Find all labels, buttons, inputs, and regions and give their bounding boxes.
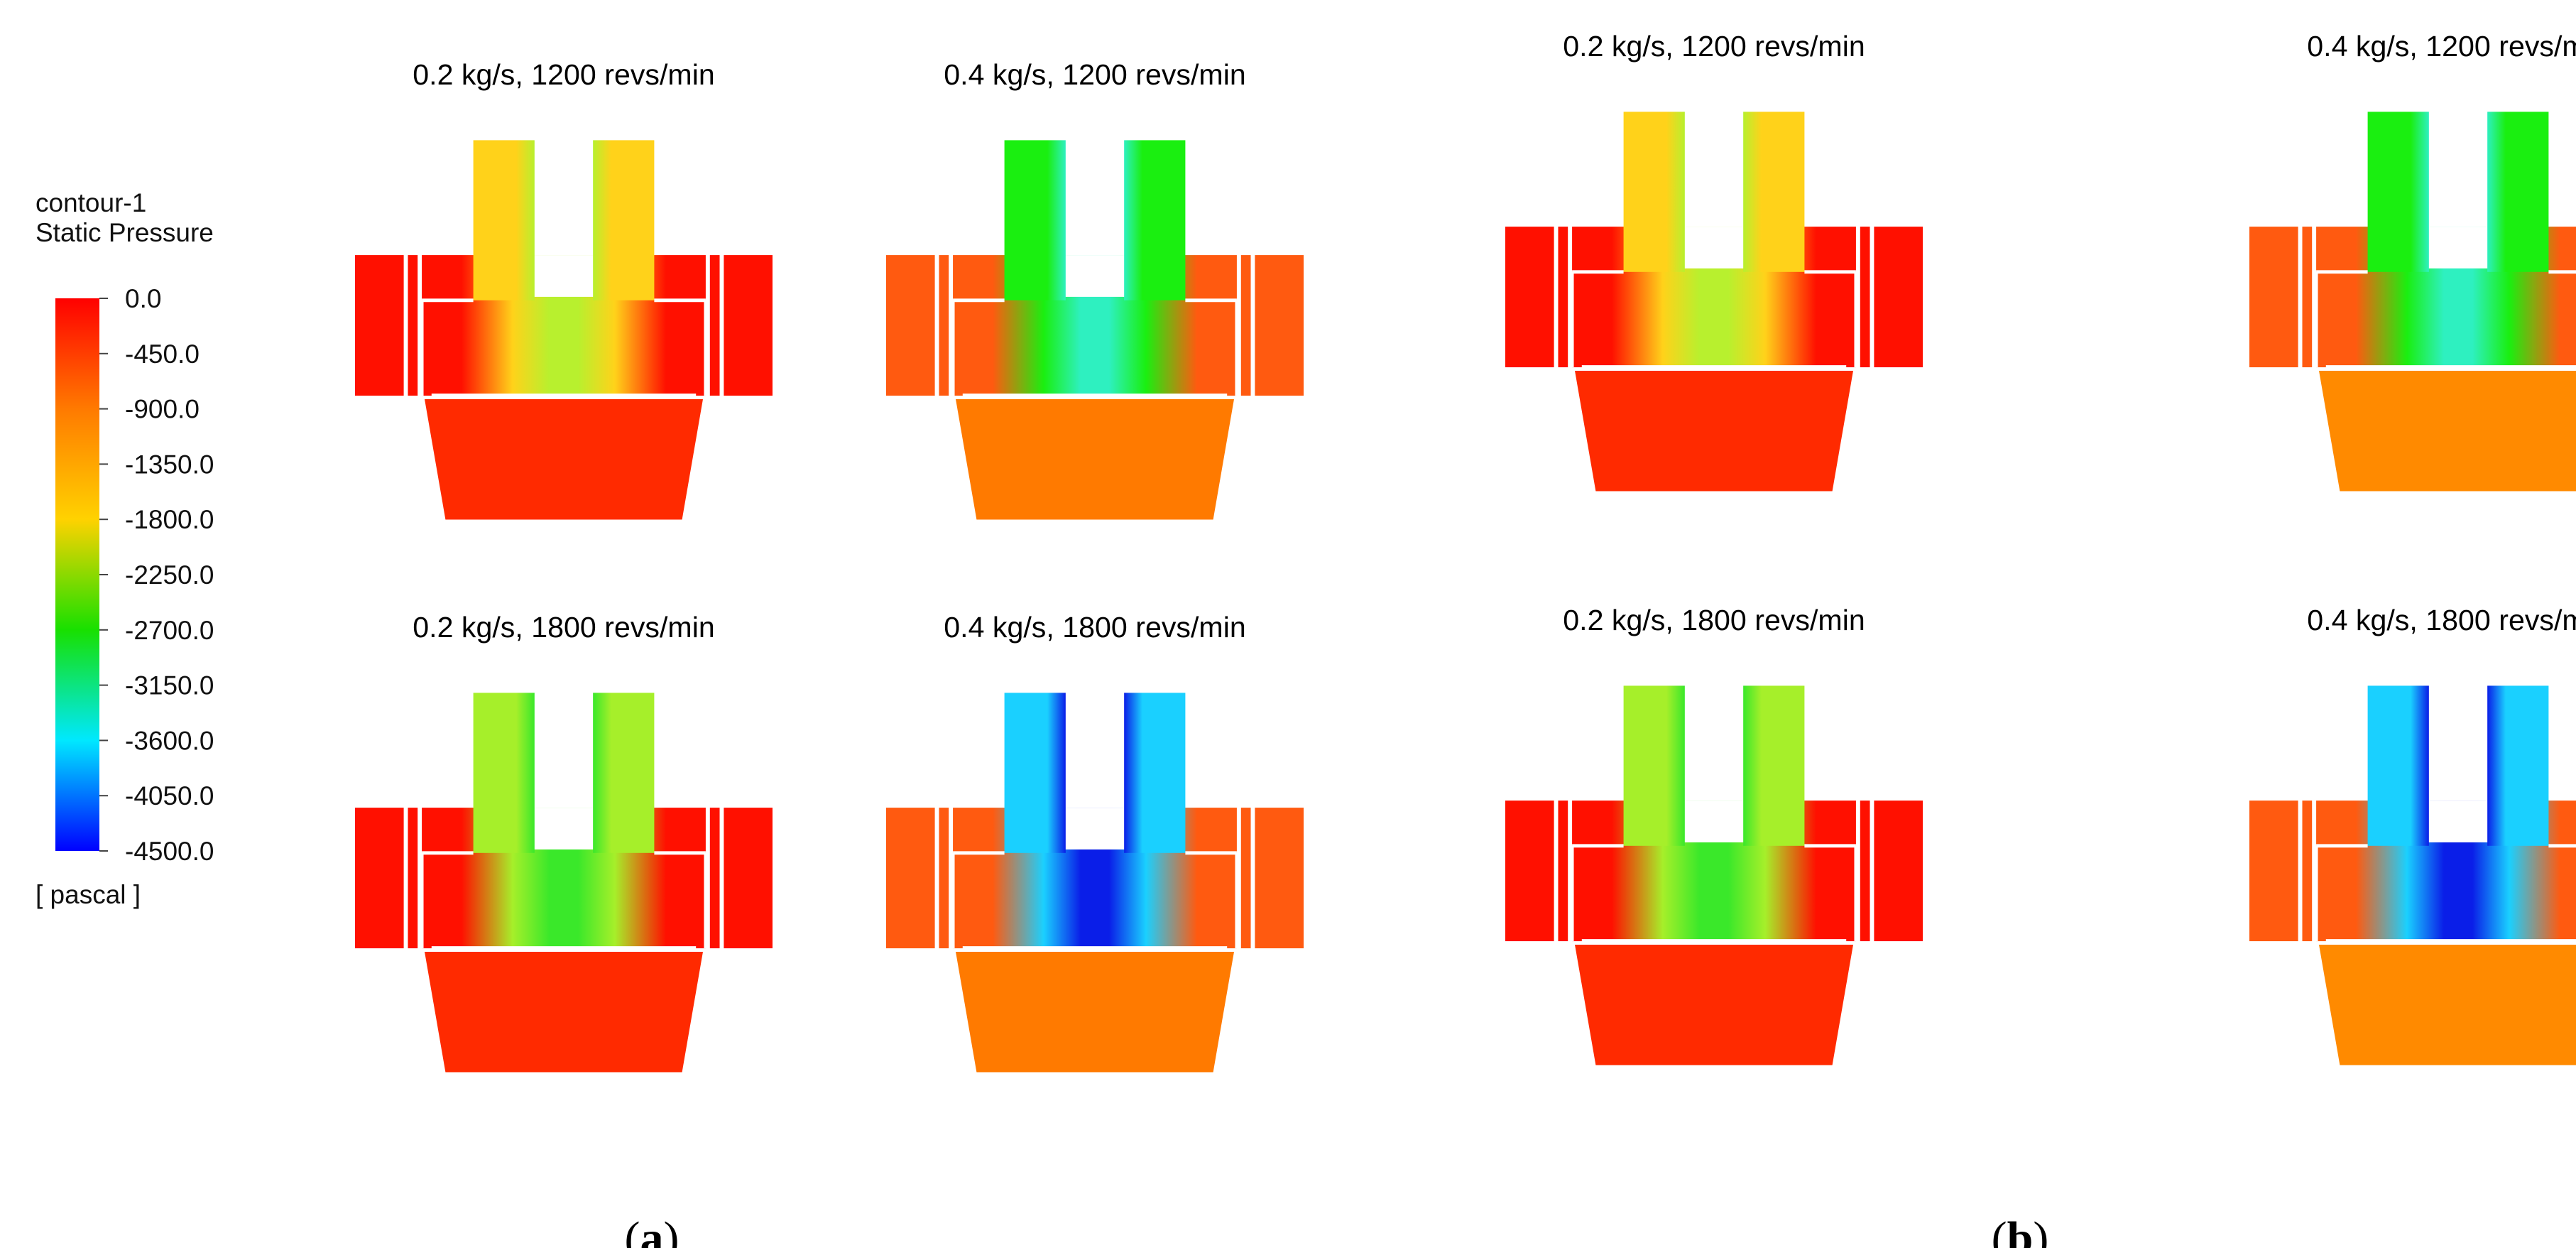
left-outlet-pipe <box>2367 112 2429 272</box>
legend-tick-label: -2700.0 <box>125 616 214 645</box>
right-side-strip <box>1860 801 1870 942</box>
lower-plenum <box>1575 370 1853 492</box>
contour-panel: 0.4 kg/s, 1800 revs/min <box>886 611 1304 1073</box>
center-gap <box>532 808 596 850</box>
lower-plenum <box>956 398 1234 520</box>
left-side-strip <box>939 808 949 949</box>
left-side-strip <box>408 255 418 396</box>
legend-tick-label: -450.0 <box>125 340 200 369</box>
right-side-strip <box>1240 255 1251 396</box>
legend-tick-label: -4050.0 <box>125 781 214 810</box>
left-side-block <box>2249 227 2298 368</box>
contour-caption: 0.2 kg/s, 1200 revs/min <box>1563 30 1865 63</box>
contour-caption: 0.2 kg/s, 1200 revs/min <box>413 58 715 91</box>
right-outlet-pipe <box>1743 112 1805 272</box>
right-side-block <box>724 255 773 396</box>
legend-quantity: Static Pressure <box>36 218 214 247</box>
left-side-strip <box>2302 227 2313 368</box>
contour-panel: 0.2 kg/s, 1800 revs/min <box>355 611 773 1073</box>
center-gap <box>2426 227 2490 268</box>
right-side-block <box>724 808 773 949</box>
right-outlet-pipe <box>2487 112 2549 272</box>
left-side-block <box>355 808 404 949</box>
right-outlet-pipe <box>593 140 655 300</box>
left-side-block <box>2249 801 2298 942</box>
center-gap <box>532 255 596 297</box>
legend-ticks: 0.0 -450.0 -900.0 -1350.0 -1800.0 -2250.0 -270… <box>99 284 214 866</box>
left-side-strip <box>2302 801 2313 942</box>
left-side-block <box>886 255 935 396</box>
right-side-strip <box>709 255 720 396</box>
left-side-strip <box>1558 227 1568 368</box>
left-side-block <box>1505 801 1554 942</box>
contour-panel: 0.4 kg/s, 1200 revs/min <box>886 58 1304 520</box>
right-side-block <box>1255 808 1304 949</box>
right-outlet-pipe <box>1124 693 1186 853</box>
contour-panel: 0.2 kg/s, 1200 revs/min <box>355 58 773 520</box>
right-outlet-pipe <box>593 693 655 853</box>
color-legend: contour-1 Static Pressure 0.0 -450.0 -900.… <box>36 188 214 909</box>
left-outlet-pipe <box>1623 685 1685 846</box>
legend-unit: [ pascal ] <box>36 880 141 909</box>
left-side-block <box>1505 227 1554 368</box>
left-side-strip <box>408 808 418 949</box>
legend-tick-label: -1800.0 <box>125 505 214 534</box>
left-outlet-pipe <box>1623 112 1685 272</box>
right-outlet-pipe <box>2487 685 2549 846</box>
left-outlet-pipe <box>1004 693 1066 853</box>
legend-name: contour-1 <box>36 188 146 217</box>
center-gap <box>1063 255 1127 297</box>
lower-plenum <box>425 398 703 520</box>
center-gap <box>2426 801 2490 842</box>
left-side-block <box>355 255 404 396</box>
contour-caption: 0.4 kg/s, 1800 revs/min <box>2307 604 2576 636</box>
left-side-strip <box>1558 801 1568 942</box>
contour-panel: 0.4 kg/s, 1200 revs/min <box>2249 30 2576 492</box>
right-side-block <box>1255 255 1304 396</box>
left-side-block <box>886 808 935 949</box>
contour-caption: 0.4 kg/s, 1800 revs/min <box>944 611 1246 644</box>
right-side-strip <box>1860 227 1870 368</box>
legend-tick-label: -1350.0 <box>125 450 214 479</box>
legend-tick-label: -4500.0 <box>125 837 214 866</box>
left-outlet-pipe <box>473 140 535 300</box>
contour-panel: 0.4 kg/s, 1800 revs/min <box>2249 604 2576 1065</box>
right-side-strip <box>1240 808 1251 949</box>
lower-plenum <box>956 951 1234 1073</box>
lower-plenum <box>2319 944 2576 1065</box>
left-outlet-pipe <box>1004 140 1066 300</box>
subfigure-label-b: (b) <box>1992 1212 2049 1248</box>
lower-plenum <box>2319 370 2576 492</box>
right-side-strip <box>709 808 720 949</box>
contour-caption: 0.2 kg/s, 1800 revs/min <box>413 611 715 644</box>
left-outlet-pipe <box>2367 685 2429 846</box>
legend-tick-label: -2250.0 <box>125 560 214 590</box>
left-side-strip <box>939 255 949 396</box>
legend-tick-label: -3150.0 <box>125 671 214 700</box>
contour-caption: 0.4 kg/s, 1200 revs/min <box>944 58 1246 91</box>
contour-caption: 0.4 kg/s, 1200 revs/min <box>2307 30 2576 63</box>
lower-plenum <box>1575 944 1853 1065</box>
right-side-block <box>1874 801 1923 942</box>
contour-panel: 0.2 kg/s, 1800 revs/min <box>1505 604 1923 1065</box>
right-outlet-pipe <box>1743 685 1805 846</box>
center-gap <box>1682 801 1746 842</box>
right-side-block <box>1874 227 1923 368</box>
right-outlet-pipe <box>1124 140 1186 300</box>
legend-tick-label: -900.0 <box>125 395 200 424</box>
contour-grid: 0.2 kg/s, 1200 revs/min 0.4 kg/s, 1200 re… <box>355 30 2576 1073</box>
lower-plenum <box>425 951 703 1073</box>
contour-caption: 0.2 kg/s, 1800 revs/min <box>1563 604 1865 636</box>
subfigure-label-a: (a) <box>625 1212 680 1248</box>
center-gap <box>1682 227 1746 268</box>
legend-tick-label: 0.0 <box>125 284 161 313</box>
legend-tick-label: -3600.0 <box>125 726 214 755</box>
legend-colorbar <box>55 298 99 851</box>
center-gap <box>1063 808 1127 850</box>
contour-panel: 0.2 kg/s, 1200 revs/min <box>1505 30 1923 492</box>
left-outlet-pipe <box>473 693 535 853</box>
